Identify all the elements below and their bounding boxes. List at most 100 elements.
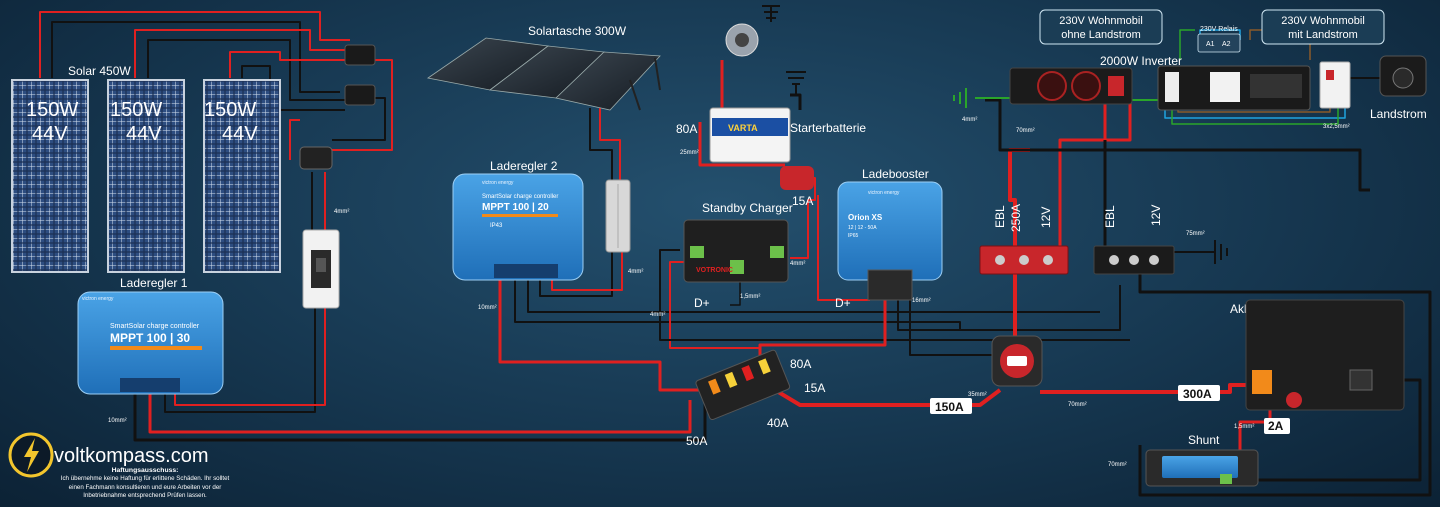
relay-230v: 230V Relais A1 A2	[1197, 26, 1241, 53]
wire-label-25mm: 25mm²	[680, 150, 699, 156]
voltkompass-logo-icon	[8, 432, 54, 478]
wire-label-16mm: 16mm²	[912, 298, 931, 304]
busbar-red-ebl: EBL	[993, 205, 1007, 228]
pv-disconnect-switch	[302, 229, 340, 309]
shunt	[1145, 449, 1259, 487]
starter-battery: VARTA	[709, 107, 791, 163]
wire-label-10mm-a: 10mm²	[108, 418, 127, 424]
box-right-line-1: 230V Wohnmobil	[1281, 15, 1365, 27]
charge-controller-2: Laderegler 2 victron energy SmartSolar c…	[452, 159, 584, 281]
solar-panel-1-power: 150W	[26, 99, 78, 121]
wire-label-1-5mm-a: 1,5mm²	[740, 294, 760, 300]
wire-label-4mm-a: 4mm²	[334, 209, 349, 215]
standby-charger: Standby Charger VOTRONIC	[683, 201, 793, 283]
controller1-model: MPPT 100 | 30	[110, 331, 190, 345]
fuse-block-50a: 50A	[686, 434, 707, 448]
disclaimer-line-2: einen Fachmann konsultieren und eure Arb…	[68, 483, 222, 491]
box-left-line-2: ohne Landstrom	[1061, 29, 1141, 41]
standby-dplus: D+	[694, 296, 710, 310]
booster-sub: 12 | 12 - 50A	[848, 225, 877, 231]
wire-label-4mm-c: 4mm²	[650, 312, 665, 318]
ground-icon-busbar	[1205, 240, 1228, 264]
solar-panel-2: 150W 44V	[107, 79, 185, 273]
controller1-label: Laderegler 1	[120, 276, 188, 290]
controller2-model: MPPT 100 | 20	[482, 202, 549, 213]
shunt-fuse-2a: 2A	[1268, 419, 1284, 433]
relay-pin-a2: A2	[1222, 41, 1231, 48]
solar-panel-1-voltage: 44V	[32, 123, 68, 145]
wire-label-70mm-b: 70mm²	[1068, 402, 1087, 408]
standby-brand: VOTRONIC	[696, 267, 733, 274]
controller1-line: SmartSolar charge controller	[110, 323, 200, 330]
brand-name: voltkompass.com	[54, 445, 209, 467]
solar-bag-label: Solartasche 300W	[528, 24, 627, 38]
fuse-block	[695, 349, 791, 421]
busbar-red-12v: 12V	[1039, 207, 1053, 228]
wiring-layer	[39, 11, 1432, 497]
anderson-plug-icon	[605, 179, 631, 253]
controller2-brand: victron energy	[482, 180, 514, 186]
charge-controller-1: Laderegler 1 victron energy SmartSolar c…	[77, 276, 224, 395]
fuse-block-80a: 80A	[790, 357, 811, 371]
controller1-brand: victron energy	[82, 296, 114, 302]
controller2-label: Laderegler 2	[490, 159, 558, 173]
shunt-label: Shunt	[1188, 433, 1220, 447]
solar-array: Solar 450W 150W 44V 150W 44V 150W 44V	[11, 44, 376, 273]
booster-ip: IP65	[848, 233, 859, 239]
battery-terminal-icon	[780, 166, 814, 190]
rcd-breaker-icon	[1319, 61, 1351, 109]
fuse-block-40a: 40A	[767, 416, 788, 430]
wire-label-75mm: 75mm²	[1186, 231, 1205, 237]
branch-connector-icons	[299, 44, 376, 170]
disclaimer: Haftungsausschuss: Ich übernehme keine H…	[40, 467, 250, 500]
controller2-line: SmartSolar charge controller	[482, 194, 558, 200]
solar-panel-2-voltage: 44V	[126, 123, 162, 145]
starter-fuse-80a: 80A	[676, 122, 697, 136]
starter-label: Starterbatterie	[790, 121, 866, 135]
relay-label: 230V Relais	[1200, 26, 1238, 33]
wire-label-3x2-5mm: 3x2,5mm²	[1323, 124, 1350, 130]
busbar-black-12v: 12V	[1149, 205, 1163, 226]
wire-label-1-5mm-b: 1,5mm²	[1234, 424, 1254, 430]
wire-label-35mm: 35mm²	[968, 392, 987, 398]
box-230v-mit-landstrom: 230V Wohnmobil mit Landstrom	[1261, 9, 1385, 45]
disclaimer-line-1: Ich übernehme keine Haftung für erlitten…	[60, 475, 230, 483]
wire-label-4mm-b: 4mm²	[628, 269, 643, 275]
solar-array-label: Solar 450W	[68, 64, 131, 78]
fuse-150a: 150A	[935, 400, 964, 414]
controller2-ip: IP43	[490, 223, 503, 229]
wire-label-4mm-e: 4mm²	[962, 117, 977, 123]
battery-switch-icon	[991, 335, 1043, 387]
booster-label: Ladebooster	[862, 167, 929, 181]
alternator-icon	[725, 5, 780, 57]
landstrom-label: Landstrom	[1370, 107, 1427, 121]
landstrom-socket-icon	[1379, 55, 1427, 97]
charge-booster: Ladebooster victron energy Orion XS 12 |…	[837, 167, 943, 301]
ground-icon-inverter	[953, 88, 967, 108]
solar-panel-3-power: 150W	[204, 99, 256, 121]
busbar-red-fuse: 250A	[1009, 204, 1023, 232]
solar-panel-3-voltage: 44V	[222, 123, 258, 145]
booster-dplus: D+	[835, 296, 851, 310]
fuse-300a: 300A	[1183, 387, 1212, 401]
busbar-black-ebl: EBL	[1103, 205, 1117, 228]
wire-label-4mm-d: 4mm²	[790, 261, 805, 267]
wire-label-10mm-b: 10mm²	[478, 305, 497, 311]
booster-brand: victron energy	[868, 190, 900, 196]
inverter: 2000W Inverter	[1009, 54, 1182, 105]
starter-brand: VARTA	[728, 123, 758, 133]
box-left-line-1: 230V Wohnmobil	[1059, 15, 1143, 27]
solar-panel-3: 150W 44V	[203, 79, 281, 273]
box-right-line-2: mit Landstrom	[1288, 29, 1358, 41]
ac-distribution	[1157, 65, 1311, 111]
inverter-label: 2000W Inverter	[1100, 54, 1182, 68]
busbar-red	[979, 245, 1069, 275]
busbar-black	[1093, 245, 1175, 275]
starter-fuse-15a: 15A	[792, 194, 813, 208]
disclaimer-title: Haftungsausschuss:	[111, 467, 179, 474]
disclaimer-line-3: Inbetriebnahme entsprechend Prüfen lasse…	[83, 491, 207, 499]
lithium-battery	[1245, 299, 1405, 411]
wire-label-70mm-c: 70mm²	[1108, 462, 1127, 468]
box-230v-ohne-landstrom: 230V Wohnmobil ohne Landstrom	[1039, 9, 1163, 45]
